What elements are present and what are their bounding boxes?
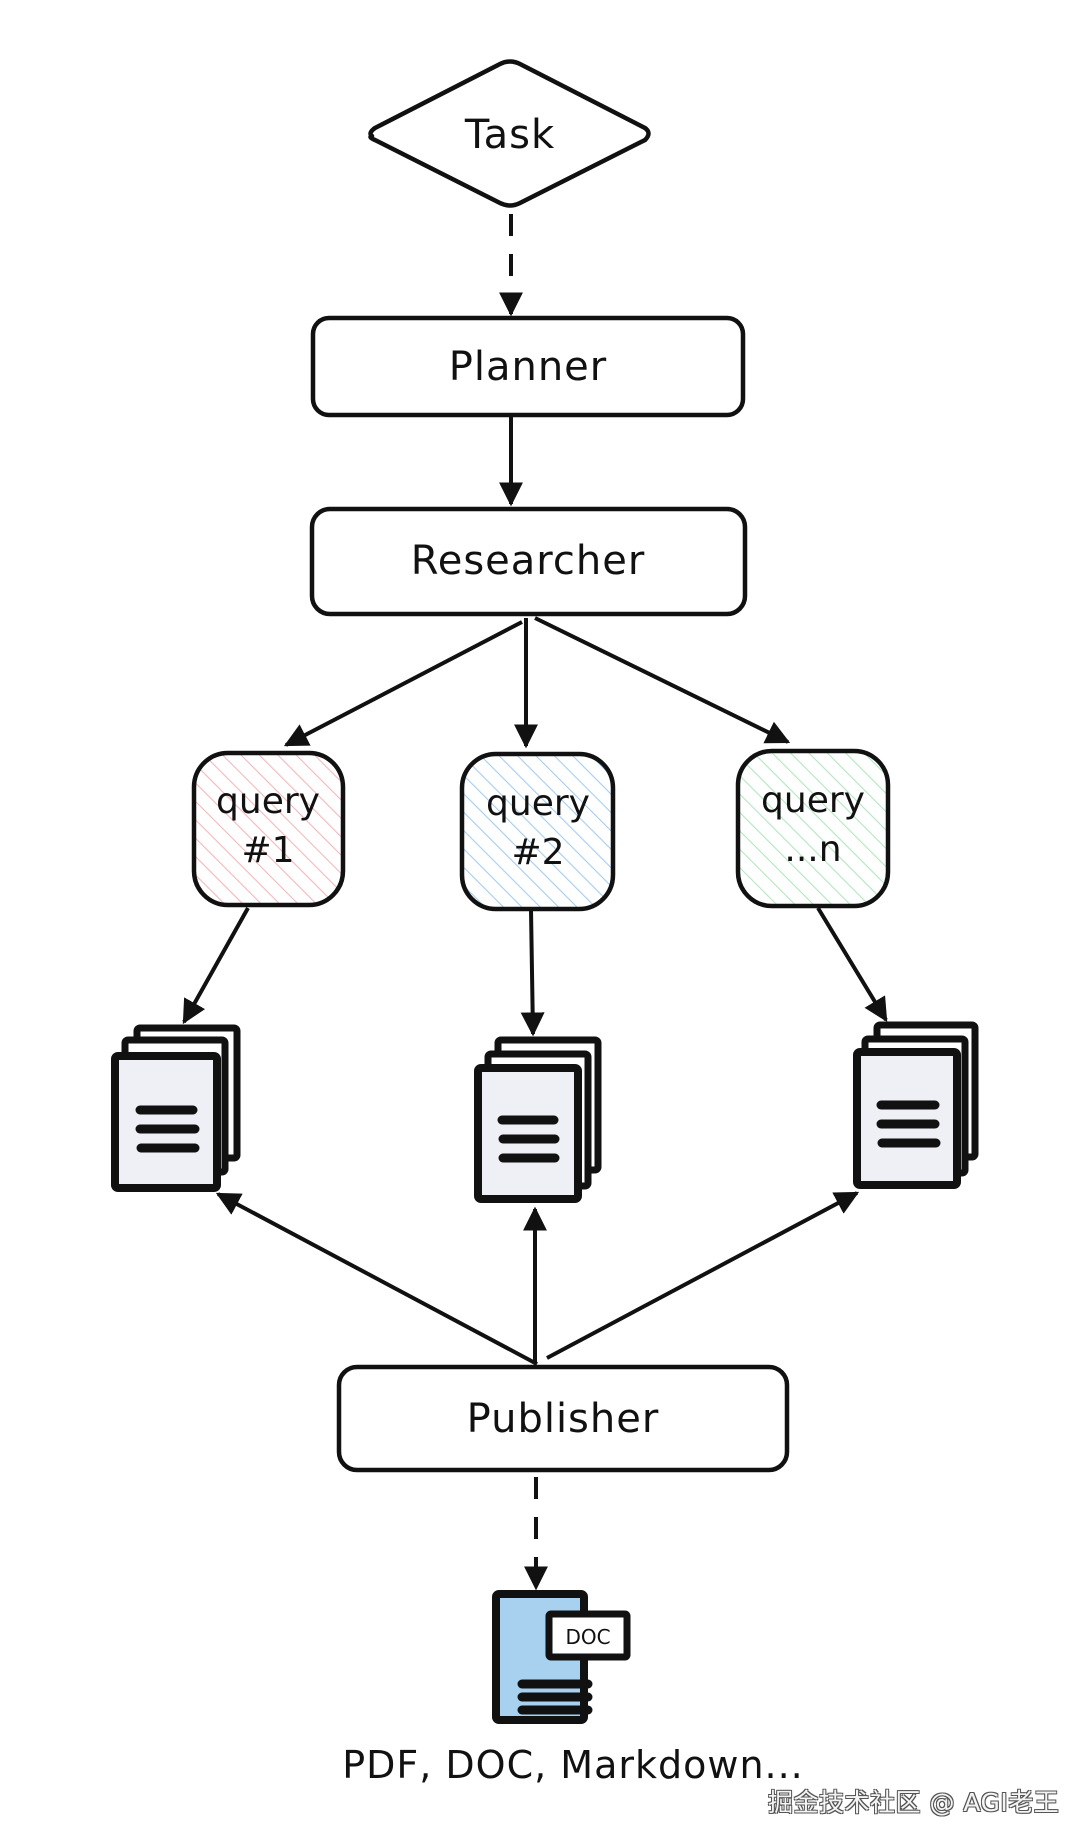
- planner-label: Planner: [449, 344, 608, 390]
- query-node-2: query #2: [459, 751, 616, 912]
- doc-tag-label: DOC: [565, 1625, 610, 1649]
- query-n-box: [735, 748, 891, 909]
- query-2-line2: #2: [511, 832, 564, 873]
- query-2-hatch: [462, 754, 613, 909]
- edge-researcher-query-n: [534, 616, 791, 744]
- edge-publisher-docs-n: [546, 1191, 860, 1360]
- query-2-box: [459, 751, 616, 912]
- query-n-line2: ...n: [784, 829, 841, 870]
- publisher-node: Publisher: [336, 1364, 790, 1473]
- query-2-line1: query: [486, 783, 590, 824]
- task-node: Task: [368, 59, 651, 208]
- doc-file-icon: DOC: [492, 1590, 631, 1724]
- query-1-box: [191, 750, 346, 908]
- publisher-box: [336, 1364, 790, 1473]
- researcher-label: Researcher: [411, 538, 646, 584]
- watermark: 掘金技术社区 @ AGI老王: [768, 1788, 1060, 1817]
- task-diamond-shape: [368, 59, 651, 208]
- planner-box: [310, 315, 746, 418]
- task-label: Task: [464, 112, 555, 158]
- publisher-label: Publisher: [467, 1396, 660, 1442]
- query-1-hatch: [194, 753, 343, 905]
- edge-query-2-docs: [520, 909, 545, 1037]
- edge-publisher-docs-1: [215, 1192, 538, 1366]
- query-n-line1: query: [761, 780, 865, 821]
- edge-query-1-docs: [182, 907, 250, 1025]
- query-node-n: query ...n: [735, 748, 891, 909]
- researcher-node: Researcher: [309, 506, 748, 617]
- query-1-line2: #1: [241, 830, 294, 871]
- query-node-1: query #1: [191, 750, 346, 908]
- researcher-box: [309, 506, 748, 617]
- planner-node: Planner: [310, 315, 746, 418]
- document-stack-icon: [853, 1021, 979, 1189]
- edge-query-n-docs: [816, 906, 888, 1023]
- output-formats-caption: PDF, DOC, Markdown...: [342, 1743, 804, 1787]
- query-n-hatch: [738, 751, 888, 906]
- document-stack-icon: [111, 1024, 241, 1192]
- query-1-line1: query: [216, 781, 320, 822]
- document-stack-icon: [474, 1036, 602, 1203]
- edge-researcher-query-1: [283, 620, 523, 747]
